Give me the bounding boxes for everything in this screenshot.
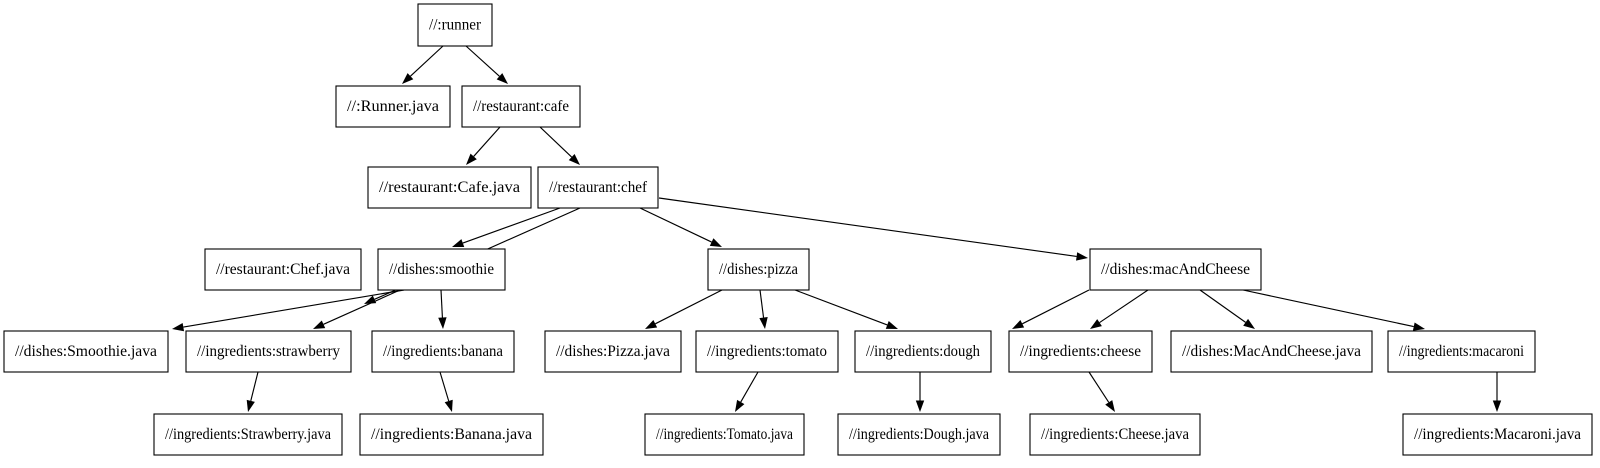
edge-restaurant_chef-to-dishes_smoothie bbox=[452, 207, 561, 248]
edge-ing_banana-to-banana_java bbox=[439, 371, 453, 412]
node-ing_strawberry[interactable]: //ingredients:strawberry bbox=[185, 330, 352, 373]
node-label-cafe_java: //restaurant:Cafe.java bbox=[379, 179, 520, 196]
edge-ing_cheese-to-cheese_java bbox=[1088, 371, 1115, 412]
edge-ing_dough-to-dough_java bbox=[915, 372, 925, 412]
node-box-restaurant_chef[interactable] bbox=[537, 166, 659, 209]
node-label-ing_banana: //ingredients:banana bbox=[383, 343, 503, 360]
node-box-pizza_java[interactable] bbox=[544, 330, 682, 373]
node-label-banana_java: //ingredients:Banana.java bbox=[371, 426, 532, 443]
node-label-pizza_java: //dishes:Pizza.java bbox=[556, 343, 670, 360]
node-label-cheese_java: //ingredients:Cheese.java bbox=[1041, 426, 1189, 443]
node-label-ing_tomato: //ingredients:tomato bbox=[707, 343, 827, 360]
node-box-restaurant_cafe[interactable] bbox=[461, 85, 581, 128]
node-dishes_macandchs[interactable]: //dishes:macAndCheese bbox=[1089, 248, 1262, 291]
node-box-dishes_macandchs[interactable] bbox=[1089, 248, 1262, 291]
node-box-macaroni_java[interactable] bbox=[1402, 413, 1593, 456]
edge-ing_macaroni-to-macaroni_java bbox=[1492, 372, 1502, 412]
node-label-dishes_pizza: //dishes:pizza bbox=[719, 261, 798, 278]
edge-dishes_smoothie-to-ing_strawberry bbox=[313, 289, 401, 329]
node-pizza_java[interactable]: //dishes:Pizza.java bbox=[544, 330, 682, 373]
node-layer: //:runner //:Runner.java //restaurant:cafe… bbox=[3, 3, 1593, 456]
node-strawberry_java[interactable]: //ingredients:Strawberry.java bbox=[153, 413, 343, 456]
node-dough_java[interactable]: //ingredients:Dough.java bbox=[837, 413, 1001, 456]
edge-dishes_macandchs-to-ing_cheese bbox=[1090, 289, 1149, 329]
node-ing_dough[interactable]: //ingredients:dough bbox=[854, 330, 992, 373]
node-box-smoothie_java[interactable] bbox=[3, 330, 169, 373]
node-label-dishes_smoothie: //dishes:smoothie bbox=[389, 261, 494, 278]
node-label-dishes_macandchs: //dishes:macAndCheese bbox=[1101, 261, 1250, 278]
node-label-restaurant_chef: //restaurant:chef bbox=[549, 179, 648, 196]
edge-layer bbox=[172, 45, 1502, 412]
node-box-ing_strawberry[interactable] bbox=[185, 330, 352, 373]
edge-restaurant_cafe-to-restaurant_chef bbox=[539, 126, 580, 165]
node-runner[interactable]: //:runner bbox=[417, 3, 493, 47]
node-label-ing_dough: //ingredients:dough bbox=[866, 343, 980, 360]
node-box-dough_java[interactable] bbox=[837, 413, 1001, 456]
node-ing_macaroni[interactable]: //ingredients:macaroni bbox=[1387, 330, 1536, 373]
node-ing_cheese[interactable]: //ingredients:cheese bbox=[1008, 330, 1153, 373]
node-chef_java[interactable]: //restaurant:Chef.java bbox=[204, 248, 362, 291]
edge-ing_strawberry-to-strawberry_java bbox=[246, 371, 259, 412]
node-label-ing_macaroni: //ingredients:macaroni bbox=[1399, 343, 1525, 360]
node-box-chef_java[interactable] bbox=[204, 248, 362, 291]
node-restaurant_cafe[interactable]: //restaurant:cafe bbox=[461, 85, 581, 128]
node-box-ing_dough[interactable] bbox=[854, 330, 992, 373]
node-box-macandcheese_java[interactable] bbox=[1170, 330, 1373, 373]
node-box-ing_cheese[interactable] bbox=[1008, 330, 1153, 373]
node-macandcheese_java[interactable]: //dishes:MacAndCheese.java bbox=[1170, 330, 1373, 373]
node-box-dishes_smoothie[interactable] bbox=[377, 248, 506, 291]
edge-runner-to-runner_java bbox=[402, 45, 444, 84]
node-label-macaroni_java: //ingredients:Macaroni.java bbox=[1414, 426, 1581, 443]
node-label-ing_cheese: //ingredients:cheese bbox=[1020, 343, 1141, 360]
edge-dishes_macandchs-to-macandcheese_java bbox=[1199, 289, 1255, 329]
node-box-tomato_java[interactable] bbox=[644, 413, 805, 456]
edge-ing_tomato-to-tomato_java bbox=[735, 371, 759, 412]
node-ing_tomato[interactable]: //ingredients:tomato bbox=[695, 330, 839, 373]
node-box-cheese_java[interactable] bbox=[1029, 413, 1201, 456]
node-label-chef_java: //restaurant:Chef.java bbox=[216, 261, 350, 278]
edge-dishes_macandchs-to-ing_macaroni bbox=[1242, 289, 1425, 331]
node-label-restaurant_cafe: //restaurant:cafe bbox=[473, 98, 569, 115]
node-box-banana_java[interactable] bbox=[359, 413, 544, 456]
node-box-runner[interactable] bbox=[417, 3, 493, 47]
node-dishes_pizza[interactable]: //dishes:pizza bbox=[707, 248, 810, 291]
node-restaurant_chef[interactable]: //restaurant:chef bbox=[537, 166, 659, 209]
node-box-runner_java[interactable] bbox=[335, 85, 451, 128]
node-box-dishes_pizza[interactable] bbox=[707, 248, 810, 291]
node-tomato_java[interactable]: //ingredients:Tomato.java bbox=[644, 413, 805, 456]
node-cheese_java[interactable]: //ingredients:Cheese.java bbox=[1029, 413, 1201, 456]
edge-runner-to-restaurant_cafe bbox=[465, 45, 508, 84]
node-box-strawberry_java[interactable] bbox=[153, 413, 343, 456]
node-label-tomato_java: //ingredients:Tomato.java bbox=[656, 426, 793, 443]
node-label-runner_java: //:Runner.java bbox=[347, 98, 439, 115]
node-label-ing_strawberry: //ingredients:strawberry bbox=[197, 343, 340, 360]
node-runner_java[interactable]: //:Runner.java bbox=[335, 85, 451, 128]
node-dishes_smoothie[interactable]: //dishes:smoothie bbox=[377, 248, 506, 291]
edge-dishes_pizza-to-pizza_java bbox=[645, 289, 723, 329]
node-label-strawberry_java: //ingredients:Strawberry.java bbox=[165, 426, 331, 443]
edge-restaurant_cafe-to-cafe_java bbox=[466, 126, 501, 165]
edge-dishes_smoothie-to-ing_banana bbox=[438, 289, 447, 329]
node-label-runner: //:runner bbox=[429, 17, 482, 34]
node-banana_java[interactable]: //ingredients:Banana.java bbox=[359, 413, 544, 456]
edge-dishes_smoothie-to-smoothie_java bbox=[172, 289, 405, 332]
node-ing_banana[interactable]: //ingredients:banana bbox=[371, 330, 515, 373]
edge-dishes_pizza-to-ing_dough bbox=[794, 289, 898, 329]
edge-dishes_pizza-to-ing_tomato bbox=[759, 289, 768, 329]
node-box-ing_banana[interactable] bbox=[371, 330, 515, 373]
node-smoothie_java[interactable]: //dishes:Smoothie.java bbox=[3, 330, 169, 373]
edge-dishes_macandchs-to-ing_cheese_right bbox=[1012, 289, 1090, 329]
edge-restaurant_chef-to-dishes_macandchs bbox=[658, 197, 1088, 261]
node-box-ing_macaroni[interactable] bbox=[1387, 330, 1536, 373]
edge-restaurant_chef-to-dishes_pizza bbox=[639, 207, 722, 247]
node-box-ing_tomato[interactable] bbox=[695, 330, 839, 373]
node-label-dough_java: //ingredients:Dough.java bbox=[849, 426, 989, 443]
node-macaroni_java[interactable]: //ingredients:Macaroni.java bbox=[1402, 413, 1593, 456]
node-box-cafe_java[interactable] bbox=[367, 166, 532, 209]
node-cafe_java[interactable]: //restaurant:Cafe.java bbox=[367, 166, 532, 209]
node-label-smoothie_java: //dishes:Smoothie.java bbox=[15, 343, 157, 360]
node-label-macandcheese_java: //dishes:MacAndCheese.java bbox=[1182, 343, 1361, 360]
